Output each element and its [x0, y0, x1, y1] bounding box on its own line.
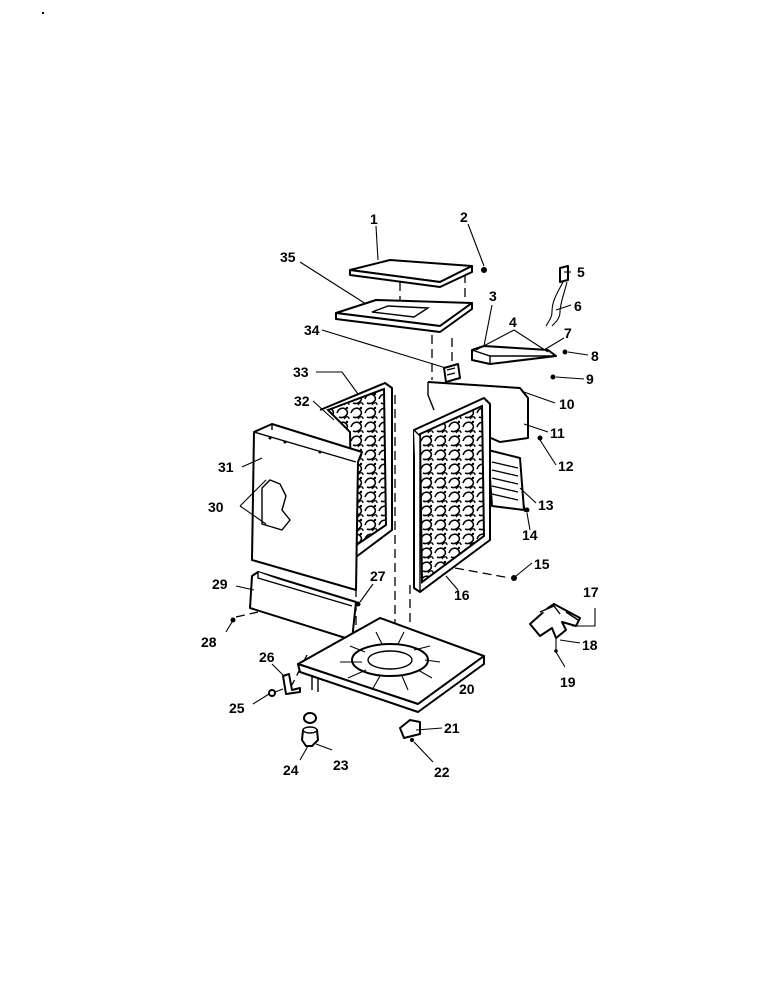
- callout-7: 7: [564, 325, 572, 341]
- callout-leader-lines: [225, 223, 596, 763]
- callout-27: 27: [370, 568, 386, 584]
- part-25-screw: [268, 688, 284, 697]
- callout-30: 30: [208, 499, 224, 515]
- callout-31: 31: [218, 459, 234, 475]
- callout-26: 26: [259, 649, 275, 665]
- callout-23: 23: [333, 757, 349, 773]
- part-20-base: [297, 617, 485, 713]
- callout-6: 6: [574, 298, 582, 314]
- callout-18: 18: [582, 637, 598, 653]
- part-5-6-wire-harness: [545, 265, 569, 327]
- callout-13: 13: [538, 497, 554, 513]
- callout-16: 16: [454, 587, 470, 603]
- part-15-screw: [511, 575, 517, 581]
- callout-5: 5: [577, 264, 585, 280]
- part-2-screw: [481, 267, 487, 273]
- callout-10: 10: [559, 396, 575, 412]
- callout-35: 35: [280, 249, 296, 265]
- callout-11: 11: [550, 425, 565, 441]
- part-17-19-latch-bracket: [529, 603, 581, 653]
- callout-20: 20: [459, 681, 475, 697]
- part-23-24-leveling-leg: [301, 712, 319, 747]
- part-8-screw: [562, 349, 568, 355]
- part-1-top-cover: [349, 259, 473, 288]
- part-16-right-side-panel: [413, 397, 491, 593]
- callout-17: 17: [583, 584, 599, 600]
- callout-1: 1: [370, 211, 378, 227]
- part-12-screw: [537, 435, 543, 441]
- part-30-leader-lines: [239, 479, 267, 525]
- callout-9: 9: [586, 371, 594, 387]
- callout-19: 19: [560, 674, 576, 690]
- callout-34: 34: [304, 322, 320, 338]
- callout-22: 22: [434, 764, 450, 780]
- part-34-bracket: [443, 363, 461, 383]
- part-9-screw: [550, 374, 556, 380]
- callout-28: 28: [201, 634, 217, 650]
- part-29-kick-plate: [249, 571, 357, 641]
- callout-15: 15: [534, 556, 550, 572]
- callout-32: 32: [294, 393, 310, 409]
- part-21-22-foot-bracket: [399, 719, 421, 742]
- corner-mark: [42, 12, 44, 14]
- part-28-screw: [230, 617, 236, 623]
- callout-29: 29: [212, 576, 228, 592]
- callout-14: 14: [522, 527, 538, 543]
- callout-4: 4: [509, 314, 517, 330]
- callout-25: 25: [229, 700, 245, 716]
- callout-33: 33: [293, 364, 309, 380]
- part-31-front-panel: [251, 423, 363, 591]
- part-26-clip: [282, 673, 301, 695]
- part-35-top-tray: [335, 299, 473, 333]
- callout-21: 21: [444, 720, 460, 736]
- callout-12: 12: [558, 458, 574, 474]
- part-14-screw: [524, 507, 530, 513]
- callout-labels: 1 2 3 4 5 6 7 8 9 10 11 12 13 14 15 16 1…: [201, 209, 599, 780]
- callout-3: 3: [489, 288, 497, 304]
- callout-8: 8: [591, 348, 599, 364]
- callout-24: 24: [283, 762, 299, 778]
- callout-2: 2: [460, 209, 468, 225]
